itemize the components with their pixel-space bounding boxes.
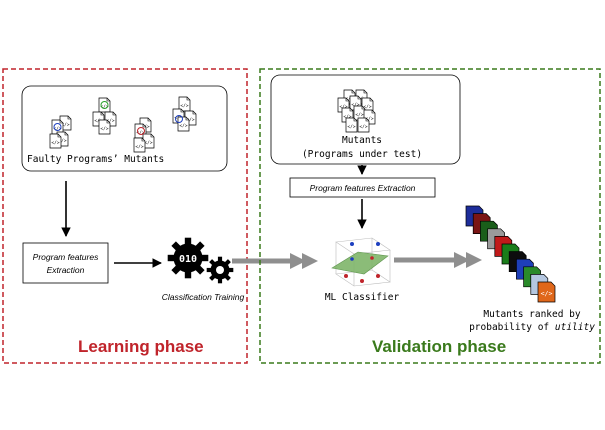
doc-stack-icon [49, 115, 72, 149]
3d-scatter-icon [331, 237, 391, 287]
ranked-label-prefix: probability of [469, 322, 549, 333]
doc-stack-icon [92, 97, 117, 135]
ranked-doc-icon: </> [537, 281, 556, 303]
learning-phase-title: Learning phase [78, 337, 204, 356]
faulty-mutants-doc-icons [49, 96, 197, 153]
arrow-training-to-classifier [232, 253, 318, 269]
faulty-programs-box [21, 85, 228, 172]
validation-feature-label: Program features Extraction [310, 183, 416, 193]
gears-icon: 010 [167, 237, 234, 284]
ranked-doc-glyph: </> [541, 290, 553, 298]
faulty-programs-label: Faulty Programs’ Mutants [27, 154, 164, 165]
doc-stack-icon [172, 96, 197, 132]
ranked-label-line2: probability of utility [469, 322, 595, 333]
learning-phase-frame [2, 68, 248, 364]
validation-phase-title: Validation phase [372, 337, 506, 356]
ranked-label-line1: Mutants ranked by [483, 309, 581, 320]
svg-text:010: 010 [179, 254, 197, 265]
validation-feature-box [289, 177, 436, 198]
ranked-label-emphasis: utility [555, 322, 595, 333]
validation-phase-frame [259, 68, 601, 364]
classification-training-label: Classification Training [162, 292, 245, 302]
doc-stack-icon [133, 117, 155, 153]
arrow-classifier-to-ranking [394, 252, 482, 268]
ranked-mutants-doc-icons: </> [465, 205, 556, 303]
learning-feature-label-line2: Extraction [47, 265, 85, 275]
learning-feature-label-line1: Program features [33, 252, 99, 262]
mutants-label-line1: Mutants [342, 135, 382, 146]
ml-classifier-label: ML Classifier [325, 292, 400, 303]
mutants-label-line2: (Programs under test) [302, 149, 422, 160]
learning-feature-box [22, 242, 109, 284]
